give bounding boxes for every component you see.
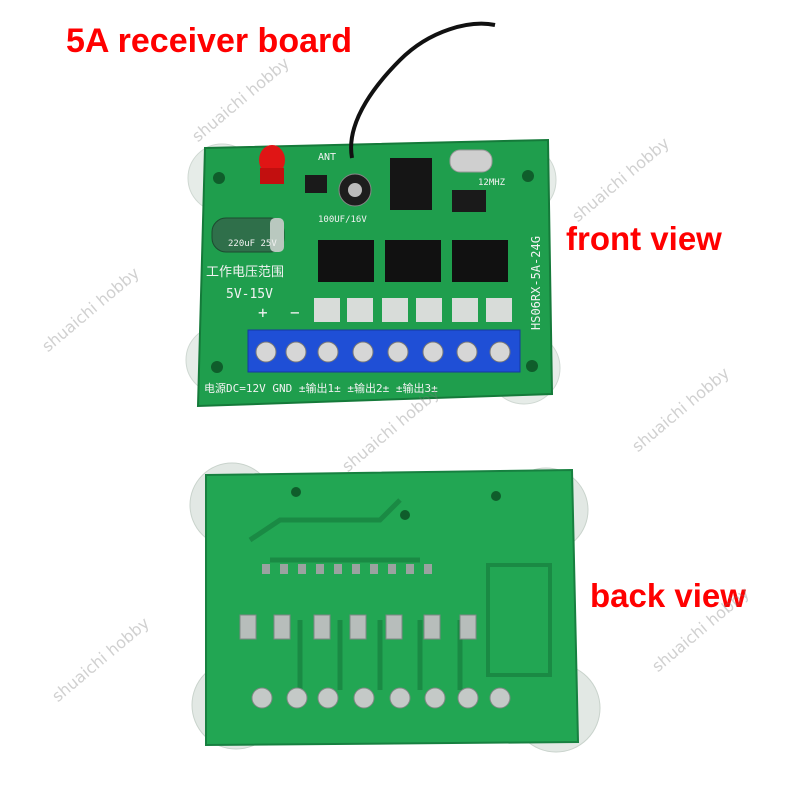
smd-pad-row [314,298,512,322]
silk-bottom-label: 电源DC=12V GND ±输出1± ±输出2± ±输出3± [204,381,438,395]
silk-minus: − [290,303,300,322]
crystal [449,149,493,173]
terminal-pads [251,687,511,709]
title-label: 5A receiver board [66,22,352,60]
silk-crystal: 12MHZ [478,178,506,188]
traces [248,498,463,690]
back-view-label: back view [590,577,746,614]
led [259,145,285,175]
led-base [260,168,284,184]
front-board: ANT 12MHZ 100UF/16V 220uF 25V 工作电压范围 5V-… [185,21,561,408]
driver-ic-2 [385,240,441,282]
driver-ic-3 [452,240,508,282]
silk-cap-small: 100UF/16V [318,215,367,225]
driver-ic-1 [318,240,374,282]
silk-range-title: 工作电压范围 [206,265,284,280]
silk-ant: ANT [318,152,336,163]
front-view-label: front view [566,220,722,257]
solder-pads-top [262,564,432,574]
receiver-ic [390,158,432,210]
silk-range-value: 5V-15V [226,287,273,302]
silk-plus: + [258,303,268,322]
back-board [189,462,601,753]
mount-hole [522,170,534,182]
relay-pads [239,614,477,640]
ground-plane [486,563,552,677]
mount-hole [211,361,223,373]
silk-cap-large: 220uF 25V [228,239,277,249]
transistor [305,175,327,193]
terminal-screws [255,341,511,363]
small-ic [452,190,486,212]
antenna-wire [349,21,496,159]
mount-hole [526,360,538,372]
mount-hole [213,172,225,184]
silk-model: HS06RX-5A-24G [529,236,543,330]
